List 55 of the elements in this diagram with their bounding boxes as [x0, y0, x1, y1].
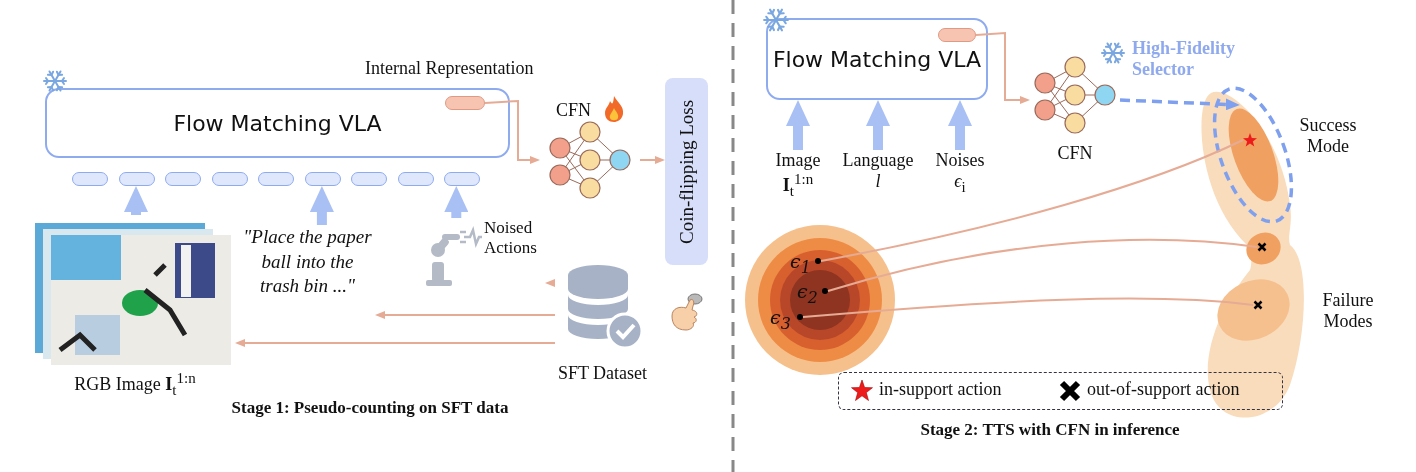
- point-label: ϵ$_{3}$: [770, 306, 791, 333]
- input-label: Language l: [841, 150, 915, 192]
- node-label: SFT Dataset: [556, 363, 649, 384]
- arrow: [866, 100, 890, 150]
- token-pill: [72, 172, 108, 186]
- region-label: Failure Modes: [1321, 290, 1375, 332]
- arrow: [375, 311, 556, 319]
- connector-line: [820, 139, 1244, 262]
- token-pill: [258, 172, 294, 186]
- arrow: [1119, 98, 1240, 111]
- instruction-text: "Place the paper ball into the trash bin ...": [242, 225, 373, 299]
- region-label: Success Mode: [1298, 115, 1358, 157]
- node-label: Noised Actions: [484, 218, 538, 258]
- loss-panel: Coin-flipping Loss: [665, 78, 708, 265]
- model-title: Flow Matching VLA: [172, 111, 383, 136]
- model-box: [766, 18, 988, 100]
- noise-distribution: [745, 225, 895, 375]
- cross-marker: [1257, 242, 1267, 252]
- failure-mode-region: [1215, 280, 1292, 340]
- point-label: ϵ$_{1}$: [790, 250, 811, 277]
- annotation-label: High-Fidelity Selector: [1132, 38, 1236, 80]
- arrow: [235, 339, 556, 347]
- arrow: [124, 186, 148, 215]
- token-pill: [165, 172, 201, 186]
- token-pill: [444, 172, 480, 186]
- token-pill: [305, 172, 341, 186]
- connector-line: [802, 297, 1254, 318]
- representation-pill: [445, 96, 485, 110]
- node-label: CFN: [1056, 143, 1094, 164]
- cross-marker: [1253, 300, 1263, 310]
- failure-mode-region: [1245, 232, 1282, 265]
- model-title: Flow Matching VLA: [771, 47, 983, 72]
- arrow: [639, 156, 665, 164]
- arrow: [975, 31, 1030, 104]
- arrow: [309, 186, 334, 225]
- stage-caption: Stage 2: TTS with CFN in inference: [919, 420, 1181, 440]
- representation-pill: [938, 28, 976, 42]
- arrow: [444, 186, 469, 218]
- arrow: [484, 99, 540, 164]
- token-pill: [212, 172, 248, 186]
- node-label: CFN: [556, 100, 591, 121]
- token-pill: [119, 172, 155, 186]
- stage-caption: Stage 1: Pseudo-counting on SFT data: [230, 398, 510, 418]
- token-pill: [351, 172, 387, 186]
- legend-label: out-of-support action: [1087, 379, 1240, 400]
- point-label: ϵ$_{2}$: [797, 280, 818, 307]
- arrow: [948, 100, 972, 150]
- arrow: [545, 279, 556, 287]
- arrow: [786, 100, 810, 150]
- token-pill: [398, 172, 434, 186]
- legend-label: in-support action: [879, 379, 1002, 400]
- star-marker: [1243, 133, 1257, 147]
- input-label: Noises ϵ$_{i}$: [934, 150, 986, 196]
- annotation-label: Internal Representation: [365, 58, 535, 79]
- model-box: [45, 88, 510, 158]
